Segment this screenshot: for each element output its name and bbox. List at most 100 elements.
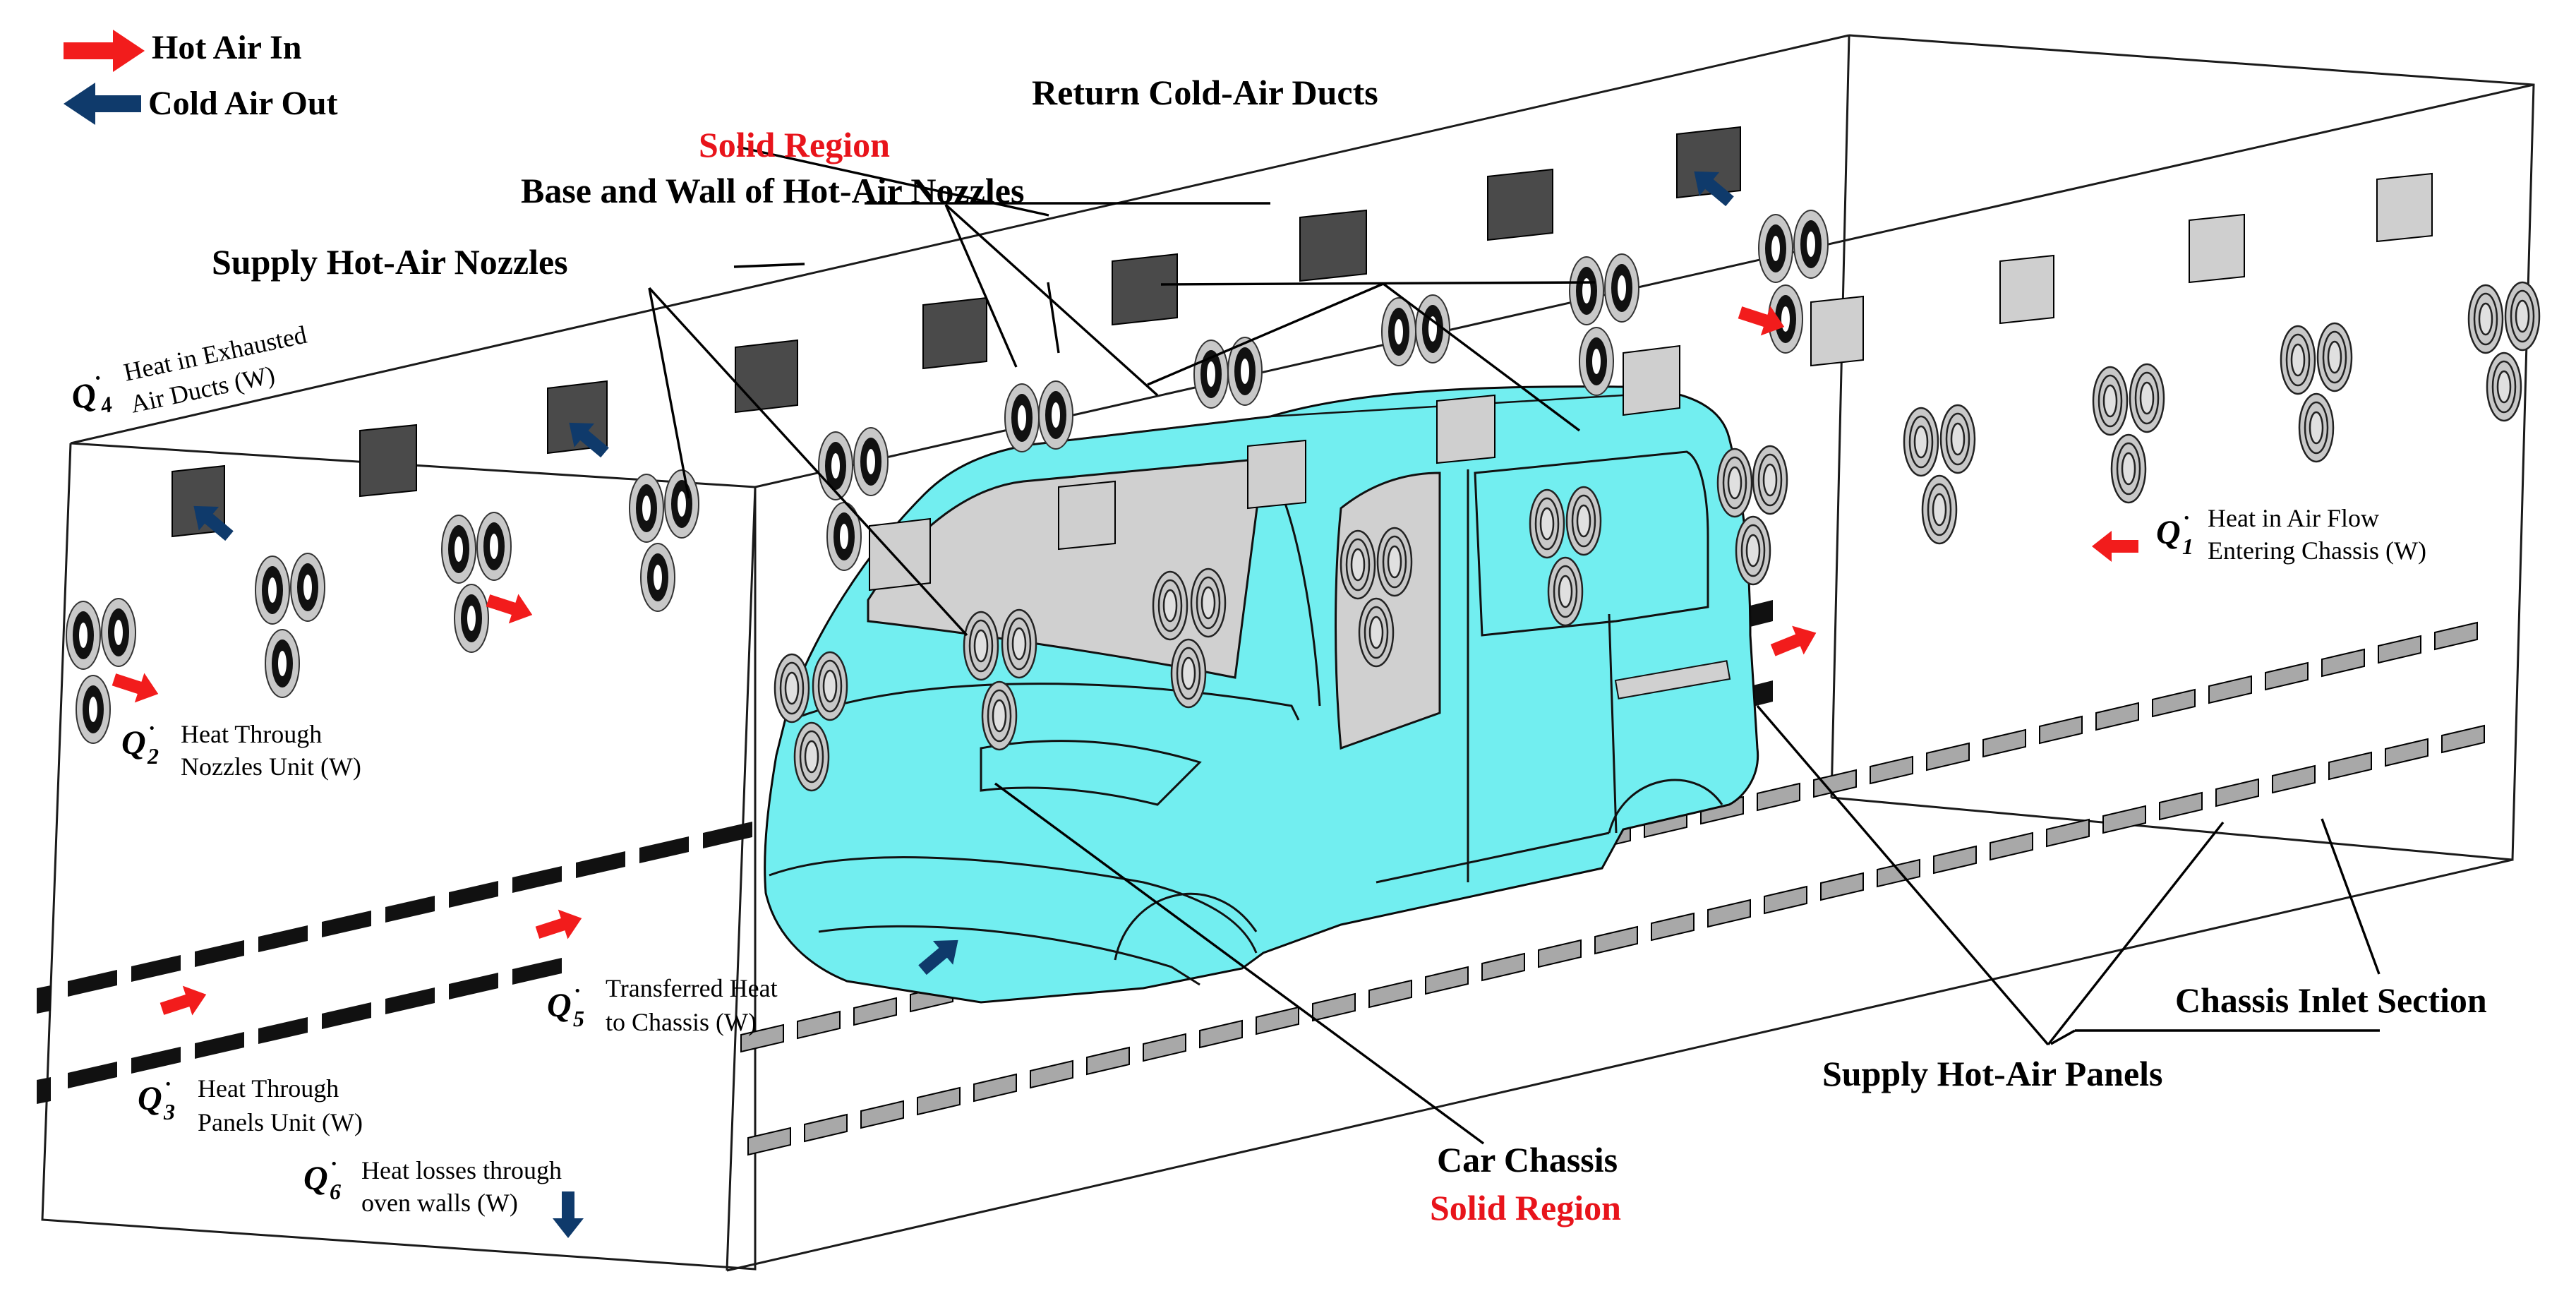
q4-subscript: 4 xyxy=(97,391,114,419)
nozzle xyxy=(1921,474,1958,545)
q6-symbol: Q xyxy=(303,1160,328,1197)
supply-panel xyxy=(639,836,689,863)
nozzle xyxy=(818,431,853,500)
nozzle xyxy=(2504,281,2541,352)
chassis-inlet-label: Chassis Inlet Section xyxy=(2175,980,2487,1020)
supply-panel xyxy=(1926,742,1970,771)
nozzle xyxy=(793,721,830,792)
return-duct xyxy=(1676,126,1741,199)
nozzle xyxy=(1193,340,1229,409)
wheel-arch-rear xyxy=(1608,779,1723,834)
leader-lines xyxy=(648,145,2381,1145)
supply-panel xyxy=(1594,925,1638,955)
q2-line1: Heat Through xyxy=(181,720,322,748)
supply-panel xyxy=(1757,782,1800,812)
supply-panel xyxy=(131,1047,181,1074)
supply-panel xyxy=(2095,702,2139,731)
supply-panel xyxy=(740,1023,784,1053)
supply-panel xyxy=(2046,818,2090,848)
legend-cold-label: Cold Air Out xyxy=(148,85,338,122)
q5-symbol: Q xyxy=(547,987,572,1024)
heat-term-q6: Q 6 · Heat losses through oven walls (W) xyxy=(303,1151,562,1217)
return-duct xyxy=(359,424,417,498)
return-duct xyxy=(1247,439,1306,510)
nozzle xyxy=(1381,297,1416,366)
nozzle xyxy=(1358,597,1395,668)
supply-panel xyxy=(1256,1006,1299,1035)
return-duct xyxy=(922,296,987,370)
supply-panel xyxy=(2272,764,2316,794)
q5-subscript: 5 xyxy=(573,1006,584,1031)
hot-air-arrow xyxy=(532,903,587,948)
nozzle xyxy=(2298,392,2335,463)
return-duct xyxy=(869,517,931,592)
door-handle xyxy=(1614,660,1731,699)
headlight xyxy=(980,740,1202,806)
return-duct xyxy=(1810,295,1864,367)
q1-symbol: Q xyxy=(2156,514,2181,551)
hot-air-arrow-icon xyxy=(64,30,145,72)
nozzle xyxy=(640,543,675,612)
q3-subscript: 3 xyxy=(163,1099,175,1124)
supply-panel xyxy=(2102,805,2146,834)
nozzle xyxy=(2467,284,2504,354)
nozzle xyxy=(1735,515,1771,586)
heat-term-q3: Q 3 · Heat Through Panels Unit (W) xyxy=(138,1071,363,1136)
hot-air-arrow xyxy=(157,979,212,1024)
supply-panel xyxy=(747,1127,791,1156)
nozzle xyxy=(2092,366,2129,436)
hot-air-arrow xyxy=(1767,618,1822,665)
q2-dot: · xyxy=(149,715,155,740)
supply-panel xyxy=(917,1086,961,1116)
supply-panel xyxy=(2039,715,2083,745)
nozzle xyxy=(963,611,999,681)
car-chassis-label: Car Chassis xyxy=(1437,1140,1618,1179)
door-outline xyxy=(1467,469,1618,882)
supply-panel xyxy=(37,1077,51,1104)
return-duct xyxy=(2376,172,2433,243)
supply-panel xyxy=(322,911,371,937)
supply-panel xyxy=(1312,992,1356,1022)
supply-panel xyxy=(1982,728,2026,758)
wheel-arch-front xyxy=(1114,892,1258,961)
supply-panels-dark xyxy=(37,600,1773,1104)
return-ducts-label: Return Cold-Air Ducts xyxy=(1032,73,1378,112)
supply-panel xyxy=(1199,1019,1243,1049)
nozzle xyxy=(1903,407,1939,477)
return-duct xyxy=(735,339,798,414)
supply-panel xyxy=(2208,675,2252,704)
cold-air-arrow xyxy=(553,1191,584,1238)
supply-panel xyxy=(322,1002,371,1029)
hot-air-arrow xyxy=(2092,531,2138,562)
nozzle xyxy=(1758,214,1793,283)
nozzle xyxy=(1152,570,1188,641)
bumper-line xyxy=(769,856,1258,954)
return-duct xyxy=(1299,209,1367,282)
supply-panel xyxy=(195,940,244,967)
q1-line2: Entering Chassis (W) xyxy=(2208,536,2426,565)
nozzle xyxy=(1569,256,1604,325)
legend-hot-label: Hot Air In xyxy=(152,29,301,66)
nozzle xyxy=(1604,253,1639,323)
supply-panel xyxy=(1707,899,1751,928)
supply-panel xyxy=(512,866,562,893)
supply-panel xyxy=(385,987,435,1014)
nozzle xyxy=(1001,608,1037,679)
roof-ducts xyxy=(869,344,1680,592)
nozzle xyxy=(265,629,300,698)
supply-panel xyxy=(258,1017,308,1044)
return-duct xyxy=(1058,480,1116,551)
supply-panel xyxy=(2385,738,2428,767)
supply-panel xyxy=(1745,600,1773,628)
supply-panel xyxy=(1030,1059,1073,1089)
supply-panel xyxy=(2265,661,2309,691)
supply-panel xyxy=(37,985,51,1014)
supply-panel xyxy=(703,822,752,848)
supply-panel xyxy=(1933,845,1977,875)
supply-panel xyxy=(1764,885,1807,915)
callout-labels: Return Cold-Air Ducts Solid Region Base … xyxy=(212,73,2487,1227)
q6-line1: Heat losses through xyxy=(361,1156,562,1184)
grille xyxy=(818,925,1200,986)
supply-panel xyxy=(1143,1033,1186,1062)
nozzle xyxy=(774,653,810,723)
